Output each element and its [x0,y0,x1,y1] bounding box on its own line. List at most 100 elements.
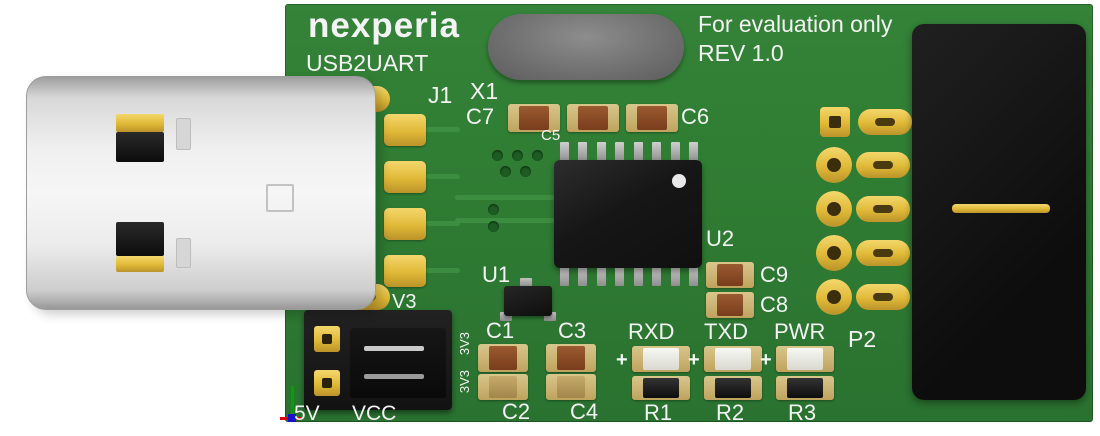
p2-pad-square [820,107,850,137]
led-rxd [632,346,690,372]
ic-pin [652,266,662,286]
label-vcc: VCC [352,402,397,425]
capacitor-c1 [478,344,528,372]
ic-pin [652,142,662,162]
label-u2: U2 [706,226,735,251]
via [488,204,499,215]
usb-plug-shell [26,76,376,310]
p2-pad-pill [858,109,912,135]
label-c9: C9 [760,262,789,287]
led-plus-pwr: + [760,349,772,371]
trace [426,127,460,132]
resistor-r1 [632,376,690,400]
resistor-r2 [704,376,762,400]
led-plus-rxd: + [616,349,628,371]
via [492,150,503,161]
usb-contact-gold [116,114,164,132]
usb-shell-slot [176,238,191,268]
label-rxd: RXD [628,319,675,344]
jumper-pin-pad [314,326,340,352]
label-txd: TXD [704,319,748,344]
jumper-pin-pad [314,370,340,396]
label-j1: J1 [428,82,453,108]
ic-pin [615,266,625,286]
label-r3: R3 [788,400,817,425]
u1-lead [500,312,512,321]
product-label: USB2UART [306,50,429,76]
axis-y-green [291,386,294,420]
label-c4: C4 [570,399,599,424]
capacitor-c9 [706,262,754,288]
transistor-u1 [504,286,552,316]
label-5v: 5V [294,402,320,425]
led-txd [704,346,762,372]
u1-lead [544,312,556,321]
trace [426,174,460,179]
jumper-cap [350,328,446,398]
label-3v3-top: 3V3 [457,332,472,356]
label-c8: C8 [760,292,789,317]
eval-note-label: For evaluation only [698,11,893,37]
capacitor-c3 [546,344,596,372]
p2-pad-circle [816,235,852,271]
jumper-cap-slot [364,346,424,351]
capacitor-c6 [626,104,678,132]
label-pwr: PWR [774,319,826,344]
label-v3: V3 [392,291,417,313]
p2-pad-circle [816,191,852,227]
via [532,150,543,161]
ic-pin [596,266,606,286]
trace [426,268,460,273]
resistor-r3 [776,376,834,400]
p2-pad-circle [816,279,852,315]
label-r1: R1 [644,400,673,425]
label-c5: C5 [541,127,561,144]
ic-pin [615,142,625,162]
crystal-x1 [488,14,684,80]
ic-pin [578,142,588,162]
ic-pin [688,142,698,162]
brand-logo: nexperia [308,6,460,45]
p2-pad-pill [856,284,910,310]
capacitor-c7 [508,104,560,132]
ic-pins-bottom [560,266,698,286]
label-x1: X1 [470,78,499,104]
via [488,221,499,232]
via [512,150,523,161]
p2-pad-pill [856,240,910,266]
capacitor-c2 [478,374,528,400]
label-r2: R2 [716,400,745,425]
capacitor-c5 [567,104,619,132]
led-plus-txd: + [688,349,700,371]
jumper-cap-slot [364,374,424,379]
capacitor-c4 [546,374,596,400]
capacitor-c8 [706,292,754,318]
ic-pin [578,266,588,286]
p2-pad-circle [816,147,852,183]
usb-finger-pad [384,114,426,146]
label-c1: C1 [486,318,515,343]
trace [455,195,555,200]
usb-contact-gold [116,256,164,272]
label-c2: C2 [502,399,531,424]
label-p2: P2 [848,326,877,352]
pin1-dot [672,174,686,188]
black-module-gold-slot [952,204,1050,213]
ic-pins-top [560,142,698,162]
ic-pin [633,266,643,286]
revision-label: REV 1.0 [698,40,784,66]
ic-pin [633,142,643,162]
usb-contact-black [116,132,164,162]
ic-pin [688,266,698,286]
usb-shell-window [266,184,294,212]
label-c7: C7 [466,104,495,129]
ic-pin [560,266,569,286]
trace [426,221,460,226]
usb-contact-black [116,222,164,256]
usb-finger-pad [384,208,426,240]
usb-shell-slot [176,118,191,150]
trace [455,218,555,223]
ic-pin [670,266,680,286]
usb-finger-pad [384,255,426,287]
